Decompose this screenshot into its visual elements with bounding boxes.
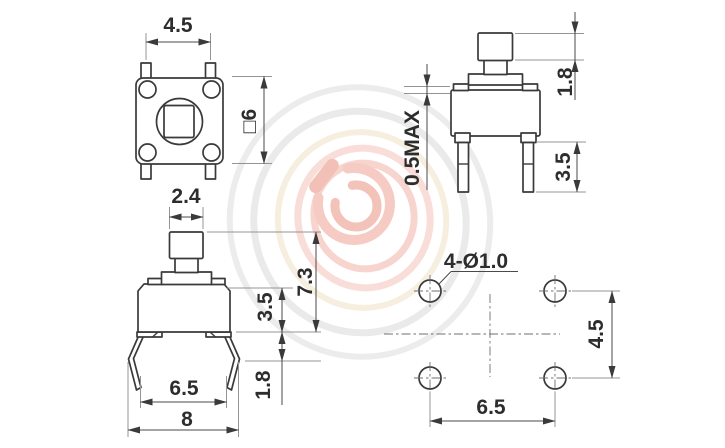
dim-side-pin-length: 3.5 [536,141,586,193]
button-cap-front [168,231,204,260]
button-cap-side [477,32,514,62]
pcb-hole-layout: 4-Ø1.0 4.5 6.5 [384,250,620,427]
dim-pcb-col-pitch: 6.5 [429,392,556,427]
dim-front-body-height: 3.5 [227,287,293,333]
dim-side-cap-height: 1.8 [515,12,584,100]
dim-front-tip-span: 6.5 [140,376,227,408]
dim-label-pcb-row-pitch: 4.5 [585,319,608,349]
dim-top-body-square: □6 [232,76,272,164]
dim-front-snap-height: 1.8 [245,331,321,405]
hole-callout: 4-Ø1.0 [438,250,518,285]
dim-label-hole-callout: 4-Ø1.0 [444,250,508,273]
side-view: 1.8 3.5 0.5MAX [401,12,586,193]
snap-leg-left [127,334,145,391]
watermark-logo [226,84,494,360]
switch-body-side [450,89,541,137]
dim-label-front-snap-height: 1.8 [252,370,275,400]
dim-label-front-stem-width: 2.4 [171,185,201,208]
switch-body-front [137,283,231,333]
dim-label-pcb-col-pitch: 6.5 [476,396,506,419]
mounting-holes [414,275,571,394]
dim-label-front-outer-span: 8 [181,408,193,431]
dim-pcb-row-pitch: 4.5 [572,290,620,379]
power-symbol-icon [309,158,395,245]
dim-label-side-cap-height: 1.8 [554,67,577,97]
dim-side-standoff: 0.5MAX [401,64,450,190]
top-view: 4.5 □6 [135,14,272,180]
dim-label-front-total-height: 7.3 [294,267,317,296]
front-view: 2.4 7.3 3.5 1.8 6.5 8 [127,185,321,437]
dim-label-top-body-square: □6 [238,109,261,133]
dim-front-stem-width: 2.4 [169,185,204,229]
plunger-square [163,104,195,139]
dim-label-side-pin-length: 3.5 [552,152,575,182]
dim-label-top-pin-span: 4.5 [163,14,193,37]
pin-left [457,141,470,193]
dim-label-side-standoff: 0.5MAX [401,110,424,186]
dim-label-front-body-height: 3.5 [254,292,277,322]
dim-front-outer-span: 8 [127,362,239,437]
pin-right [522,141,535,193]
dim-label-front-tip-span: 6.5 [169,377,199,400]
dim-top-pin-span: 4.5 [145,14,211,60]
dim-front-total-height: 7.3 [207,231,321,333]
